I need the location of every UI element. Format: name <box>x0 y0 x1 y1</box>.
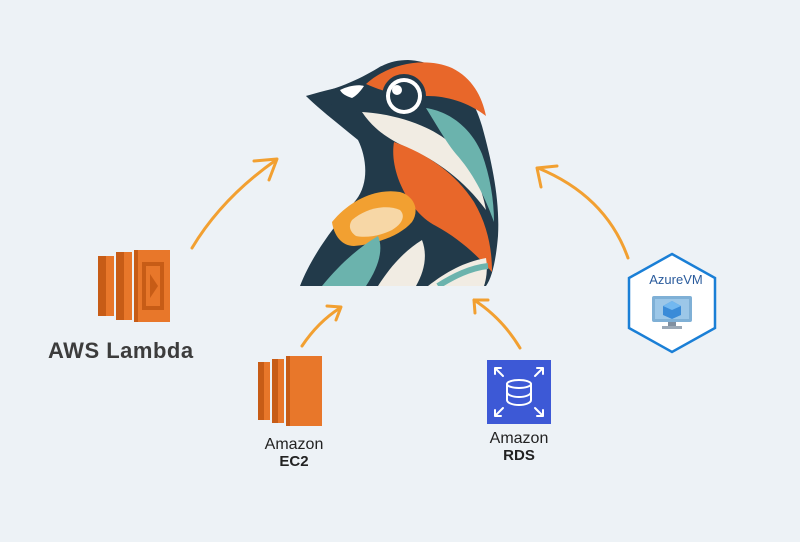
rds-label-line2: RDS <box>503 447 535 464</box>
ec2-label-line2: EC2 <box>279 453 309 470</box>
azure-vm-icon <box>627 252 717 354</box>
amazon-ec2-label: Amazon EC2 <box>248 436 340 470</box>
arrow-rds-to-logo <box>472 298 522 350</box>
amazon-rds-icon <box>487 360 551 424</box>
arrow-azure-to-logo <box>535 164 630 260</box>
aws-lambda-label: AWS Lambda <box>48 338 194 363</box>
amazon-ec2-icon <box>258 356 322 426</box>
amazon-rds-label: Amazon RDS <box>472 430 566 464</box>
arrow-ec2-to-logo <box>300 304 343 348</box>
arrow-lambda-to-logo <box>190 157 279 250</box>
rds-label-line1: Amazon <box>489 430 549 447</box>
bird-logo <box>300 60 499 286</box>
aws-lambda-icon <box>98 250 170 322</box>
azure-vm-label: AzureVM <box>649 272 703 287</box>
ec2-label-line1: Amazon <box>264 436 324 453</box>
